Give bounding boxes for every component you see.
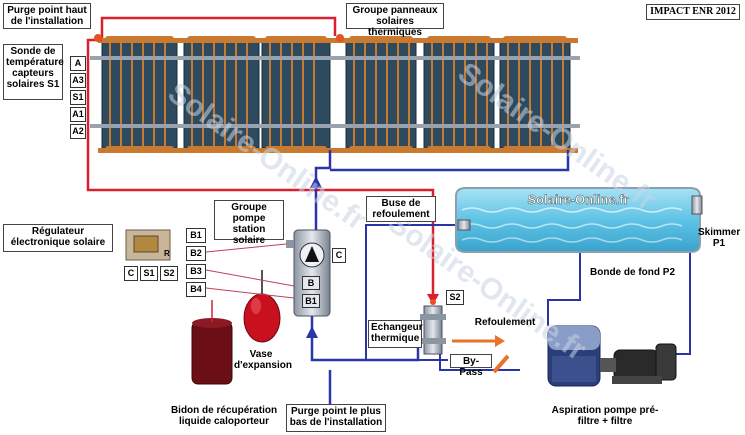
solar-panel [345,36,417,152]
year-tag: IMPACT ENR 2012 [646,4,740,20]
solar-panel [101,36,178,152]
station-code-c: C [332,248,346,263]
sensor-code: A3 [70,73,86,88]
exchanger-label: Echangeur thermique [368,320,423,348]
sensor-code: A1 [70,107,86,122]
sensor-wires [205,243,295,299]
bidon-label: Bidon de récupération liquide caloporteu… [170,405,278,427]
swimming-pool: Solaire-Online.fr [455,187,703,253]
recovery-container [191,300,233,385]
s2-probe-icon [430,299,436,305]
expansion-vessel [243,270,281,343]
heat-exchanger [420,305,446,355]
panels-group-label: Groupe panneaux solaires thermiques [346,3,444,38]
b-code: B4 [186,282,206,297]
b-code: B1 [186,228,206,243]
purge-low-label: Purge point le plus bas de l'installatio… [286,404,386,432]
expansion-label: Vase d'expansion [234,349,292,371]
pool-brand-text: Solaire-Online.fr [527,192,628,207]
bypass-label: By-Pass [450,354,492,378]
sensor-code: A2 [70,124,86,139]
bypass-valve-icon [492,354,510,374]
b-code: B3 [186,264,206,279]
arrow-up-icon [310,176,322,188]
solar-regulator: R [125,229,171,261]
purge-valve-icon [336,34,344,42]
regulator-tag: R [164,249,170,258]
discharge-label: Refoulement [474,317,536,328]
regulator-code: S1 [140,266,158,281]
solar-panel [261,36,331,152]
support-rails [90,56,580,128]
arrow-right-icon [495,335,505,347]
pump-intake-label: Aspiration pompe pré-filtre + filtre [551,405,659,427]
pump-group-label: Groupe pompe station solaire [214,200,284,246]
station-code-b: B [302,276,320,290]
hot-circuit-pipe [86,16,435,300]
b-code: B2 [186,246,206,261]
regulator-code-list: C S1 S2 [124,266,184,281]
pool-pump [600,343,677,384]
sand-filter [547,325,601,387]
regulator-label: Régulateur électronique solaire [3,224,113,252]
skimmer-icon [691,195,703,215]
b-code-list: B1 B2 B3 B4 [186,228,206,300]
sensor-code: S1 [70,90,86,105]
sensor-label: Sonde de température capteurs solaires S… [3,44,64,100]
regulator-code: S2 [160,266,178,281]
arrow-up-icon [306,326,318,338]
sensor-code-list: A A3 S1 A1 A2 [70,56,86,141]
sensor-code: A [70,56,86,71]
nozzle-label: Buse de refoulement [366,196,436,222]
purge-valve-icon [94,34,102,42]
skimmer-label: Skimmer P1 [698,227,741,249]
regulator-code: C [124,266,138,281]
purge-top-label: Purge point haut de l'installation [3,3,91,29]
drain-label: Bonde de fond P2 [590,267,675,278]
s2-code: S2 [446,290,464,305]
nozzle-icon [457,219,471,231]
station-code-b1: B1 [302,294,320,308]
